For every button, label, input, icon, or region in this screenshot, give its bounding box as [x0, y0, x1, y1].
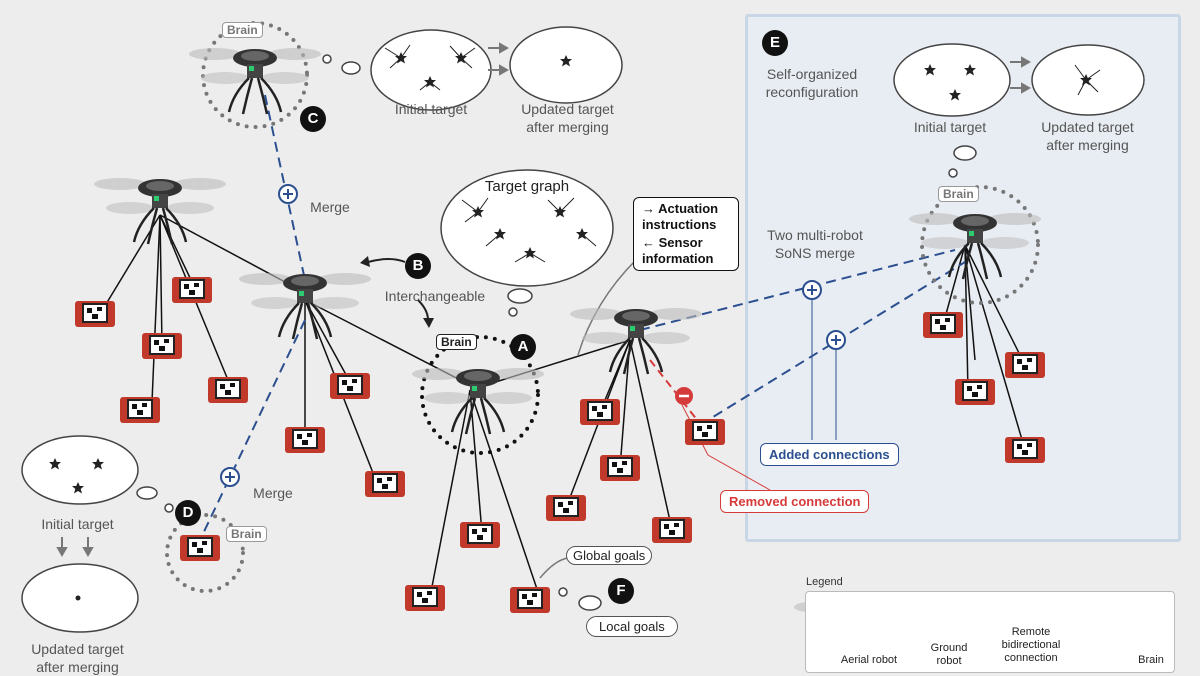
legend-box: Aerial robot Ground robot Remote bidirec… — [805, 591, 1175, 673]
plus-circle-icon — [826, 330, 846, 350]
plus-circle-icon — [220, 467, 240, 487]
target-graph-title: Target graph — [484, 178, 570, 195]
merge-label-c: Merge — [310, 199, 350, 215]
interchangeable-label: Interchangeable — [384, 288, 486, 304]
thought-initial-e — [893, 43, 1011, 117]
updated-target-label-e: Updated target after merging — [1041, 119, 1134, 153]
brain-circle-d — [165, 513, 245, 593]
sensor-label: ← Sensor information — [642, 235, 714, 266]
two-sons-merge-label: Two multi-robot SoNS merge — [767, 227, 863, 261]
plus-circle-icon — [278, 184, 298, 204]
legend-aerial-label: Aerial robot — [840, 654, 898, 666]
legend-connection-label: Remote bidirectional connection — [1001, 626, 1061, 664]
actuation-sensor-box: → Actuation instructions ← Sensor inform… — [633, 197, 739, 271]
letter-f: F — [608, 578, 634, 604]
merge-label-d: Merge — [253, 485, 293, 501]
updated-target-label-c: Updated target after merging — [521, 101, 614, 135]
dot-icon — [75, 595, 81, 601]
updated-target-label-d: Updated target after merging — [31, 641, 124, 675]
removed-connection-label: Removed connection — [720, 490, 870, 513]
letter-a: A — [510, 334, 536, 360]
added-connections-label: Added connections — [760, 443, 899, 466]
brain-circle-e — [920, 185, 1040, 305]
brain-tag-d: Brain — [226, 526, 267, 542]
letter-c: C — [300, 106, 326, 132]
letter-b: B — [405, 253, 431, 279]
self-organized-label: Self-organized reconfiguration — [765, 66, 859, 100]
thought-initial-c — [370, 29, 492, 111]
minus-circle-icon — [675, 387, 693, 405]
brain-tag-e: Brain — [938, 186, 979, 202]
legend-ground-label: Ground robot — [930, 642, 968, 667]
brain-circle-a — [420, 335, 540, 455]
initial-target-label-d: Initial target — [41, 516, 114, 532]
global-goals-label: Global goals — [566, 546, 653, 565]
local-goals-label: Local goals — [586, 616, 678, 637]
thought-target-graph — [440, 169, 614, 287]
actuation-label: → Actuation instructions — [642, 201, 719, 232]
letter-d: D — [175, 500, 201, 526]
letter-e: E — [762, 30, 788, 56]
initial-target-label-c: Initial target — [394, 101, 468, 117]
initial-target-label-e: Initial target — [913, 119, 987, 135]
merge-line-d — [199, 319, 306, 541]
aerial-robot-icon — [92, 46, 1043, 669]
thought-updated-c — [509, 26, 623, 104]
legend-title: Legend — [806, 576, 843, 588]
brain-tag-a: Brain — [436, 334, 477, 350]
brain-tag-c: Brain — [222, 22, 263, 38]
plus-circle-icon — [802, 280, 822, 300]
legend-brain-label: Brain — [1138, 654, 1164, 666]
added-connection-2 — [699, 261, 966, 426]
thought-initial-d — [21, 435, 139, 505]
